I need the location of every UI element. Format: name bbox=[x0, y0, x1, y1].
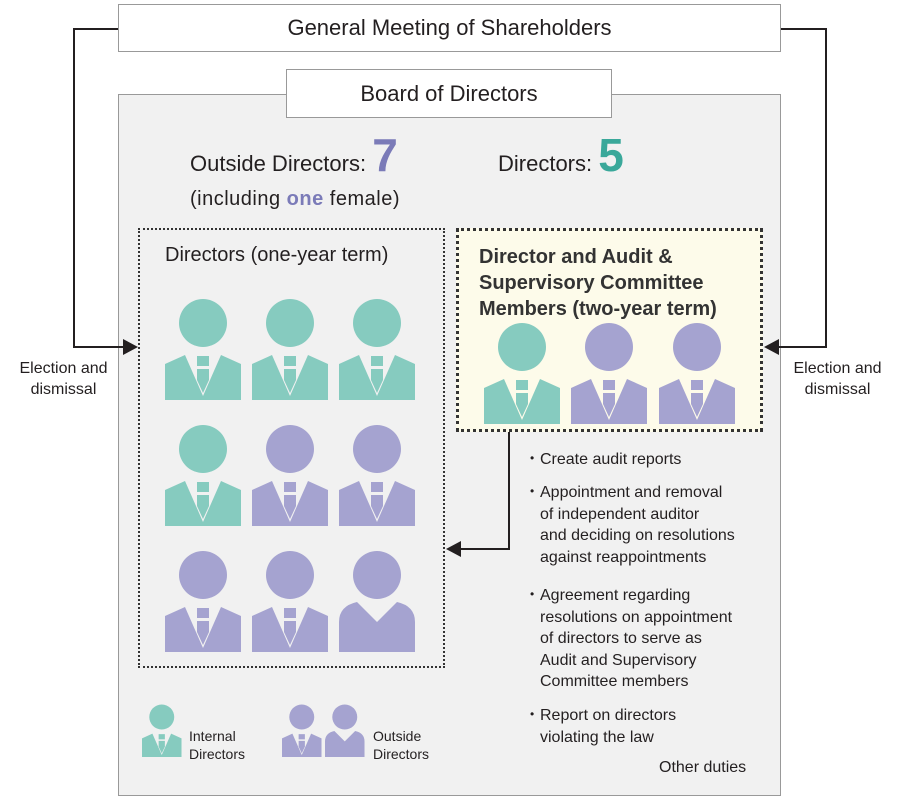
legend-line: Directors bbox=[373, 746, 430, 762]
duty-line: violating the law bbox=[540, 728, 654, 746]
duty-item: • Create audit reports bbox=[530, 449, 681, 471]
outside-director-icon bbox=[252, 551, 328, 652]
legend-line: Internal bbox=[189, 728, 236, 744]
bullet: • bbox=[530, 707, 535, 721]
outside-director-icon bbox=[282, 704, 322, 758]
note-text: female) bbox=[323, 188, 400, 210]
duty-line: Appointment and removal bbox=[540, 484, 723, 501]
female-count: one bbox=[286, 188, 324, 210]
female-outside-director-icon bbox=[339, 551, 415, 652]
duty-text: Appointment and removal of independent au… bbox=[540, 482, 735, 568]
group-title: Directors (one-year term) bbox=[165, 244, 389, 266]
outside-director-icon bbox=[165, 551, 241, 652]
bullet: • bbox=[530, 484, 535, 498]
connector-line bbox=[73, 346, 127, 348]
duty-line: of directors to serve as bbox=[540, 630, 702, 647]
duty-line: of independent auditor bbox=[540, 505, 700, 523]
election-label-right: Election and dismissal bbox=[780, 358, 895, 400]
outside-label: Outside Directors: bbox=[190, 151, 367, 176]
duty-line: Report on directors bbox=[540, 707, 677, 724]
outside-director-icon bbox=[339, 425, 415, 526]
connector-line bbox=[825, 28, 827, 348]
connector-line bbox=[458, 548, 510, 550]
group-title: Director and Audit & Supervisory Committ… bbox=[479, 244, 717, 322]
connector-line bbox=[775, 346, 827, 348]
label-line: Election and bbox=[793, 360, 882, 377]
duty-line: Create audit reports bbox=[540, 451, 682, 468]
internal-director-icon bbox=[484, 323, 560, 424]
arrow-left-icon bbox=[764, 339, 779, 355]
directors-count: Directors: 5 bbox=[498, 128, 624, 182]
board-title: Board of Directors bbox=[360, 80, 538, 106]
arrow-right-icon bbox=[123, 339, 138, 355]
duty-line: Agreement regarding bbox=[540, 587, 691, 604]
outside-directors-count: Outside Directors: 7 bbox=[190, 128, 398, 182]
shareholders-meeting-box: General Meeting of Shareholders bbox=[118, 4, 781, 52]
board-of-directors-box: Board of Directors bbox=[286, 69, 612, 118]
female-outside-director-icon bbox=[325, 704, 365, 758]
duty-item: • Appointment and removal of independent a… bbox=[530, 482, 735, 568]
duty-text: Agreement regarding resolutions on appoin… bbox=[540, 585, 732, 693]
duty-item: • Report on directors violating the law bbox=[530, 705, 676, 748]
board-area bbox=[118, 94, 781, 796]
duty-text: Create audit reports bbox=[540, 449, 681, 471]
arrow-left-icon bbox=[446, 541, 461, 557]
duty-line: Audit and Supervisory bbox=[540, 651, 697, 669]
title-line: Director and Audit & bbox=[479, 246, 673, 268]
label-line: Election and bbox=[19, 360, 108, 377]
connector-line bbox=[73, 28, 75, 348]
title-line: Members (two-year term) bbox=[479, 298, 717, 320]
election-label-left: Election and dismissal bbox=[6, 358, 121, 400]
title-line: Supervisory Committee bbox=[479, 272, 704, 294]
internal-director-icon bbox=[165, 299, 241, 400]
bullet: • bbox=[530, 587, 535, 601]
duty-text: Report on directors violating the law bbox=[540, 705, 676, 748]
bullet: • bbox=[530, 451, 535, 465]
outside-director-icon bbox=[659, 323, 735, 424]
duty-line: resolutions on appointment bbox=[540, 608, 733, 626]
label-line: dismissal bbox=[804, 381, 871, 398]
shareholders-meeting-title: General Meeting of Shareholders bbox=[287, 15, 612, 40]
legend-line: Outside bbox=[373, 728, 422, 744]
duty-line: against reappointments bbox=[540, 548, 707, 566]
directors-label: Directors: bbox=[498, 151, 593, 176]
outside-director-icon bbox=[252, 425, 328, 526]
one-year-term-group: Directors (one-year term) bbox=[138, 228, 445, 668]
note-text: (including bbox=[190, 188, 287, 210]
outside-director-icon bbox=[571, 323, 647, 424]
internal-director-icon bbox=[339, 299, 415, 400]
duty-item: • Agreement regarding resolutions on appoi… bbox=[530, 585, 732, 693]
directors-count-value: 5 bbox=[598, 129, 624, 181]
connector-line bbox=[508, 432, 510, 550]
outside-count: 7 bbox=[372, 129, 398, 181]
internal-director-icon bbox=[165, 425, 241, 526]
legend-line: Directors bbox=[189, 746, 246, 762]
label-line: dismissal bbox=[30, 381, 97, 398]
other-duties: Other duties bbox=[659, 759, 747, 776]
duty-line: and deciding on resolutions bbox=[540, 527, 735, 544]
internal-director-icon bbox=[142, 704, 182, 758]
connector-line bbox=[73, 28, 118, 30]
internal-director-icon bbox=[252, 299, 328, 400]
connector-line bbox=[781, 28, 827, 30]
female-note: (including one female) bbox=[190, 188, 400, 211]
duty-line: Committee members bbox=[540, 673, 689, 690]
